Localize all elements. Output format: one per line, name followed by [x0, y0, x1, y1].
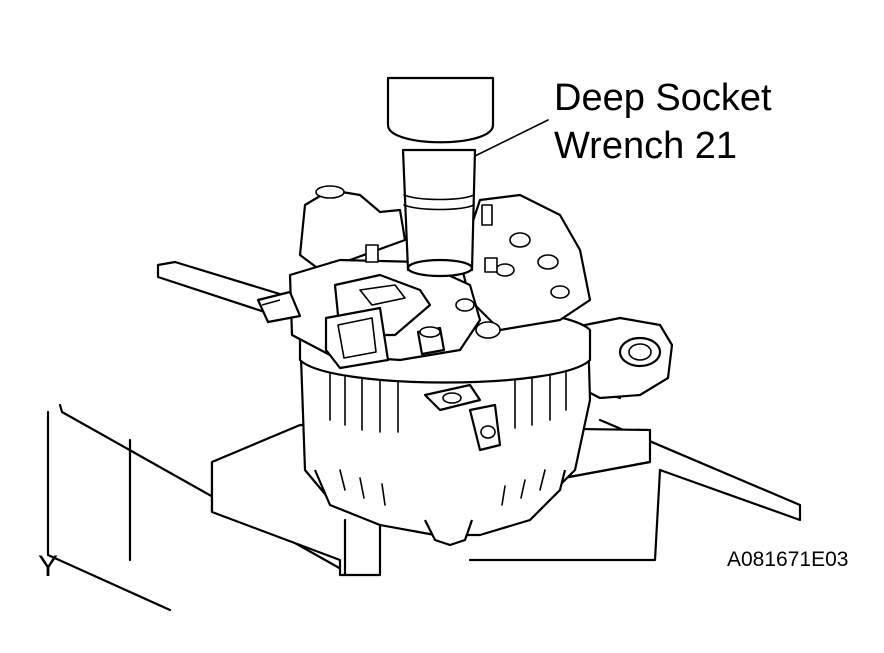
wire-lead — [256, 290, 302, 324]
view-marker: Y — [38, 550, 58, 583]
figure-code: A081671E03 — [727, 548, 848, 571]
deep-socket-wrench — [386, 76, 495, 278]
tool-label-line2: Wrench 21 — [554, 125, 737, 167]
tool-label-line1: Deep Socket — [554, 77, 772, 119]
callout-leader-line — [474, 119, 549, 157]
connector-plug — [324, 273, 432, 370]
